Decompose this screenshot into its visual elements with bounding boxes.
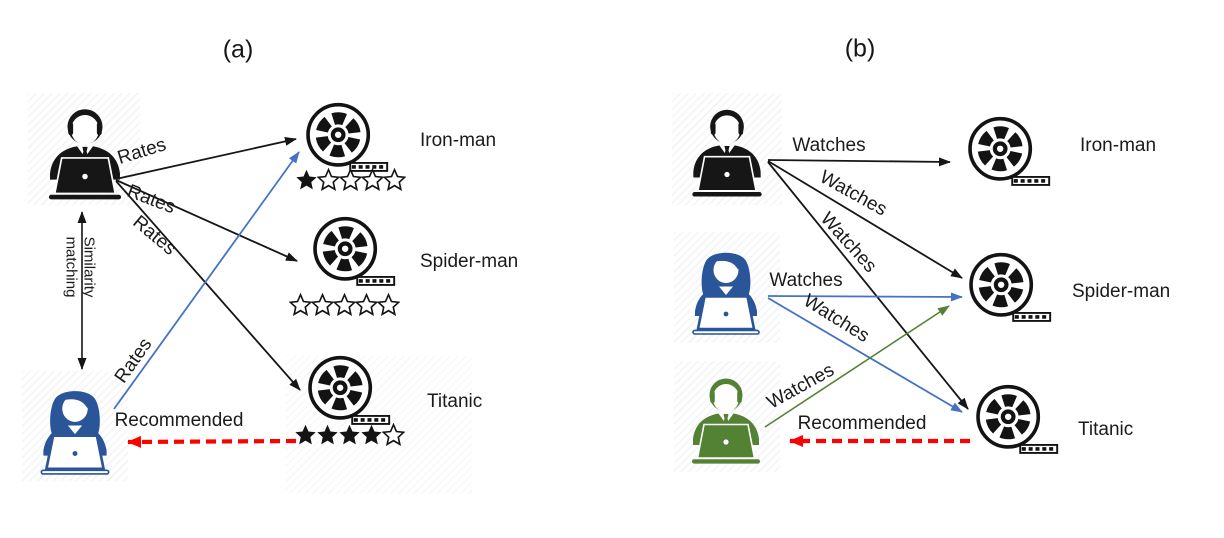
star-empty-icon <box>289 293 312 316</box>
watches-arrow-user3-spiderman <box>764 305 950 428</box>
star-empty-icon <box>317 168 340 191</box>
similarity-matching-label: Similarity matching <box>63 236 98 298</box>
star-rating <box>295 168 406 191</box>
rates-arrow-user1-ironman <box>115 136 297 180</box>
film-reel-icon <box>972 383 1062 457</box>
star-empty-icon <box>377 293 400 316</box>
star-empty-icon <box>333 293 356 316</box>
rates-arrow-user1-titanic <box>115 180 301 391</box>
watches-arrow-user1-ironman <box>767 157 951 167</box>
movie-title: Titanic <box>1078 419 1134 440</box>
star-filled-icon <box>339 424 360 445</box>
star-empty-icon <box>383 168 406 191</box>
movie-title: Titanic <box>427 391 483 412</box>
star-rating <box>294 423 405 446</box>
star-filled-icon <box>295 424 316 445</box>
film-reel-icon <box>309 215 399 289</box>
star-empty-icon <box>355 293 378 316</box>
movie-title: Spider-man <box>420 251 519 272</box>
recommended-label: Recommended <box>797 413 927 435</box>
user-woman-laptop-icon <box>676 235 776 339</box>
user-woman-laptop-icon <box>24 374 126 478</box>
film-reel-icon <box>302 101 392 175</box>
panel-a-title: (a) <box>222 35 254 64</box>
film-reel-icon <box>964 115 1054 189</box>
film-reel-icon <box>304 354 394 428</box>
star-filled-icon <box>317 424 338 445</box>
watches-label: Watches <box>769 270 843 292</box>
film-reel-icon <box>965 251 1055 325</box>
user-man-laptop-icon <box>676 364 776 470</box>
rates-arrow-user2-ironman <box>113 151 300 410</box>
user-man-laptop-icon <box>676 96 778 202</box>
panel-b-title: (b) <box>844 34 876 63</box>
movie-title: Spider-man <box>1072 281 1171 302</box>
movie-title: Iron-man <box>1080 135 1157 156</box>
star-empty-icon <box>361 168 384 191</box>
star-empty-icon <box>339 168 362 191</box>
watches-label: Watches <box>792 135 866 157</box>
star-rating <box>289 293 400 316</box>
watches-arrow-user2-spiderman <box>767 292 963 302</box>
star-empty-icon <box>382 423 405 446</box>
recommended-label: Recommended <box>114 410 244 432</box>
recommended-arrow-a <box>127 435 297 448</box>
star-filled-icon <box>296 169 317 190</box>
rates-arrow-user1-spiderman <box>115 179 298 262</box>
star-filled-icon <box>361 424 382 445</box>
watches-arrow-user2-titanic <box>767 297 963 413</box>
watches-arrow-user1-spiderman <box>767 160 963 279</box>
star-empty-icon <box>311 293 334 316</box>
movie-title: Iron-man <box>420 130 497 151</box>
watches-arrow-user1-titanic <box>767 161 969 410</box>
